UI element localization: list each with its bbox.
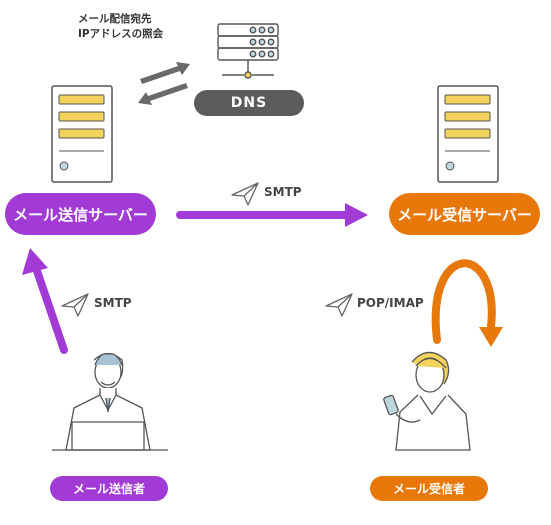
- receive-curve-arrow: [431, 259, 503, 347]
- sending-server-label: メール送信サーバー: [5, 193, 156, 235]
- dns-query-note: メール配信宛先 IPアドレスの照会: [78, 12, 163, 42]
- sender-person-illustration: [52, 352, 168, 451]
- receiver-label: メール受信者: [370, 476, 488, 501]
- protocol-smtp-left: SMTP: [94, 296, 132, 310]
- dns-server-icon: [217, 23, 279, 79]
- dns-query-note-line2: IPアドレスの照会: [78, 28, 164, 40]
- sender-upload-arrow: [22, 248, 68, 354]
- paper-plane-icon-right: [325, 293, 353, 317]
- receiving-server-label: メール受信サーバー: [389, 193, 540, 235]
- receiving-server-icon: [437, 85, 499, 183]
- sending-server-icon: [51, 85, 113, 183]
- dns-query-note-line1: メール配信宛先: [78, 13, 152, 25]
- smtp-transfer-arrow: [176, 203, 368, 227]
- dns-label: DNS: [194, 90, 304, 116]
- sender-label: メール送信者: [50, 476, 168, 501]
- receiver-person-illustration: [383, 351, 471, 451]
- protocol-smtp-top: SMTP: [264, 185, 302, 199]
- dns-query-arrows: [138, 62, 190, 105]
- protocol-pop-imap: POP/IMAP: [357, 296, 424, 310]
- paper-plane-icon-left: [61, 293, 89, 317]
- paper-plane-icon-top: [231, 182, 259, 206]
